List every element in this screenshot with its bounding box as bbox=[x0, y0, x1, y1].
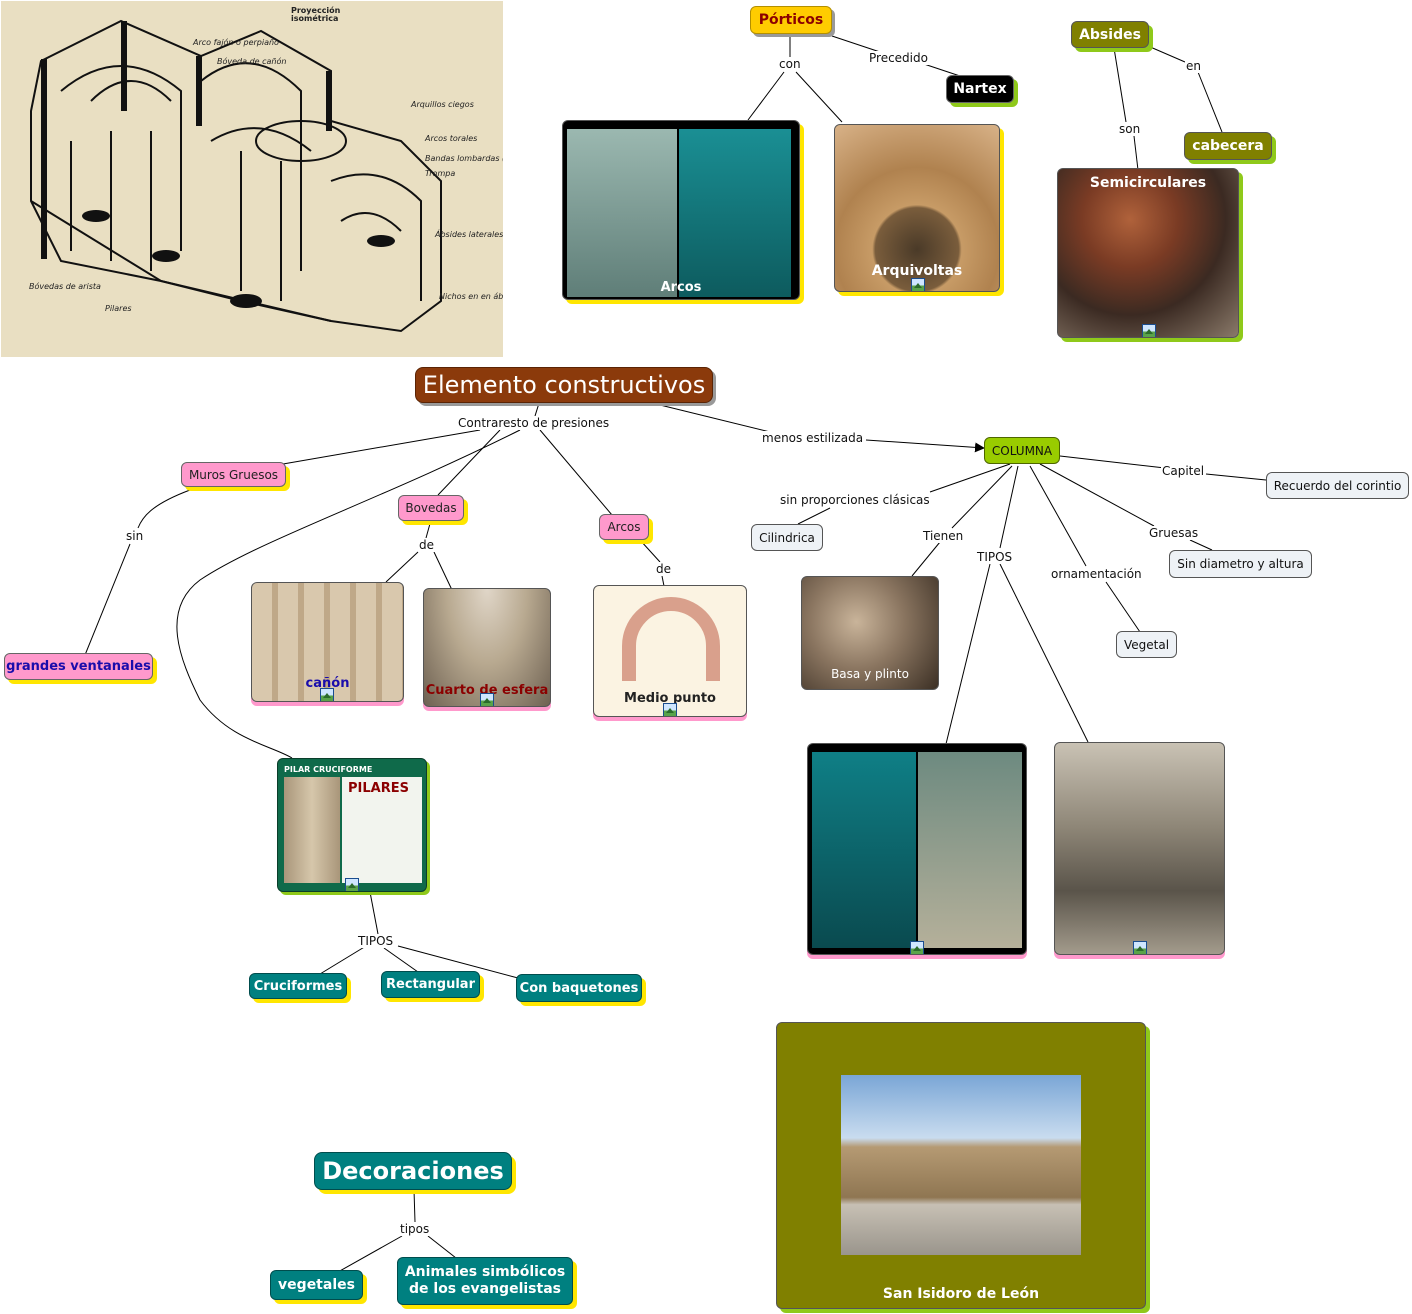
pilar-header: PILAR CRUCIFORME bbox=[284, 765, 372, 774]
sketch-label: Nichos en en ábside bbox=[439, 292, 503, 301]
column-photo bbox=[918, 752, 1022, 948]
node-con-baquetones[interactable]: Con baquetones bbox=[516, 974, 642, 1002]
sketch-label: Bóveda de cañón bbox=[217, 56, 286, 66]
sketch-label: Arco fajón o perpiaño bbox=[192, 37, 279, 47]
link-label-en: en bbox=[1185, 59, 1202, 73]
node-cabecera[interactable]: cabecera bbox=[1184, 132, 1272, 160]
pilar-photo bbox=[284, 777, 340, 883]
link-label-tipos-columna: TIPOS bbox=[976, 550, 1013, 564]
image-san-isidoro[interactable]: San Isidoro de León bbox=[776, 1022, 1146, 1309]
link-label-con: con bbox=[778, 57, 802, 71]
image-arquivoltas[interactable]: Arquivoltas bbox=[834, 124, 1000, 292]
sketch-label: Pilares bbox=[105, 304, 132, 313]
node-sin-diametro[interactable]: Sin diametro y altura bbox=[1169, 550, 1312, 578]
node-muros-gruesos[interactable]: Muros Gruesos bbox=[181, 462, 286, 487]
image-columna-diagrama[interactable] bbox=[807, 743, 1027, 955]
image-link-icon[interactable] bbox=[910, 941, 924, 955]
link-label-sin-proporciones: sin proporciones clásicas bbox=[779, 493, 931, 507]
image-caption: Semicirculares bbox=[1058, 175, 1238, 191]
sketch-label: Bóvedas de arista bbox=[29, 281, 101, 291]
image-caption: Basa y plinto bbox=[802, 667, 938, 681]
node-arcos[interactable]: Arcos bbox=[599, 514, 649, 540]
node-nartex[interactable]: Nartex bbox=[946, 75, 1014, 103]
sketch-title-2: isométrica bbox=[291, 13, 338, 23]
sketch-label: Bandas lombardas (lesenas) bbox=[425, 154, 503, 163]
link-label-sin: sin bbox=[125, 529, 144, 543]
sketch-label: Ábsides laterales (absidiolos) bbox=[434, 228, 503, 239]
link-label-precedido: Precedido bbox=[868, 51, 929, 65]
node-bovedas[interactable]: Bovedas bbox=[398, 495, 464, 521]
link-label-contrarresto: Contraresto de presiones bbox=[457, 416, 610, 430]
link-label-tienen: Tienen bbox=[922, 529, 964, 543]
portal-diagram bbox=[679, 129, 791, 297]
node-cilindrica[interactable]: Cilindrica bbox=[751, 524, 823, 551]
link-label-gruesas: Gruesas bbox=[1148, 526, 1199, 540]
san-isidoro-photo bbox=[841, 1075, 1081, 1255]
image-columna-foto[interactable] bbox=[1054, 742, 1225, 955]
node-absides[interactable]: Absides bbox=[1071, 21, 1149, 48]
image-arcos-portico[interactable]: Arcos bbox=[562, 120, 800, 300]
node-rectangular[interactable]: Rectangular bbox=[381, 971, 480, 998]
node-elemento-constructivos[interactable]: Elemento constructivos bbox=[415, 367, 713, 403]
pilares-title: PILARES bbox=[348, 781, 409, 796]
column-blueprint bbox=[812, 752, 916, 948]
image-link-icon[interactable] bbox=[1133, 941, 1147, 955]
sketch-label: Trompa bbox=[425, 169, 455, 178]
image-semicirculares[interactable]: Semicirculares bbox=[1057, 168, 1239, 338]
link-label-ornamentacion: ornamentación bbox=[1050, 567, 1143, 581]
image-link-icon[interactable] bbox=[480, 693, 494, 707]
image-caption: San Isidoro de León bbox=[777, 1286, 1145, 1302]
image-link-icon[interactable] bbox=[911, 278, 925, 292]
image-link-icon[interactable] bbox=[1142, 324, 1156, 338]
sketch-label: Arcos torales bbox=[424, 134, 477, 143]
node-recuerdo-corintio[interactable]: Recuerdo del corintio bbox=[1266, 472, 1409, 499]
node-porticos[interactable]: Pórticos bbox=[750, 6, 832, 34]
node-cruciformes[interactable]: Cruciformes bbox=[249, 973, 347, 999]
image-caption: Arquivoltas bbox=[835, 263, 999, 279]
isometric-projection-drawing: Proyección isométrica Arco fajón o perpi… bbox=[1, 1, 503, 357]
image-link-icon[interactable] bbox=[320, 688, 334, 702]
image-basa-plinto[interactable]: Basa y plinto bbox=[801, 576, 939, 690]
link-label-son: son bbox=[1118, 122, 1141, 136]
link-label-capitel: Capitel bbox=[1161, 464, 1205, 478]
portal-sketch bbox=[567, 129, 677, 297]
link-label-de-bovedas: de bbox=[418, 538, 435, 552]
sketch-label: Arquillos ciegos bbox=[410, 100, 474, 109]
node-vegetales[interactable]: vegetales bbox=[270, 1270, 363, 1300]
node-vegetal[interactable]: Vegetal bbox=[1116, 631, 1177, 658]
image-caption: Arcos bbox=[563, 280, 799, 295]
image-link-icon[interactable] bbox=[345, 878, 359, 892]
link-label-menos-estilizada: menos estilizada bbox=[761, 431, 864, 445]
node-animales-simbolicos[interactable]: Animales simbólicos de los evangelistas bbox=[397, 1257, 573, 1305]
image-canon[interactable]: cañón bbox=[251, 582, 404, 702]
link-label-tipos-decoraciones: tipos bbox=[399, 1222, 430, 1236]
image-link-icon[interactable] bbox=[663, 703, 677, 717]
link-label-de-arcos: de bbox=[655, 562, 672, 576]
node-grandes-ventanales[interactable]: grandes ventanales bbox=[4, 653, 153, 680]
node-decoraciones[interactable]: Decoraciones bbox=[314, 1152, 512, 1190]
link-label-tipos-pilares: TIPOS bbox=[357, 934, 394, 948]
image-pilares[interactable]: PILAR CRUCIFORME PILARES bbox=[277, 758, 427, 892]
node-columna[interactable]: COLUMNA bbox=[984, 437, 1060, 464]
image-cuarto-esfera[interactable]: Cuarto de esfera bbox=[423, 588, 551, 707]
image-medio-punto[interactable]: Medio punto bbox=[593, 585, 747, 717]
church-cutaway-sketch: Proyección isométrica Arco fajón o perpi… bbox=[1, 1, 503, 357]
